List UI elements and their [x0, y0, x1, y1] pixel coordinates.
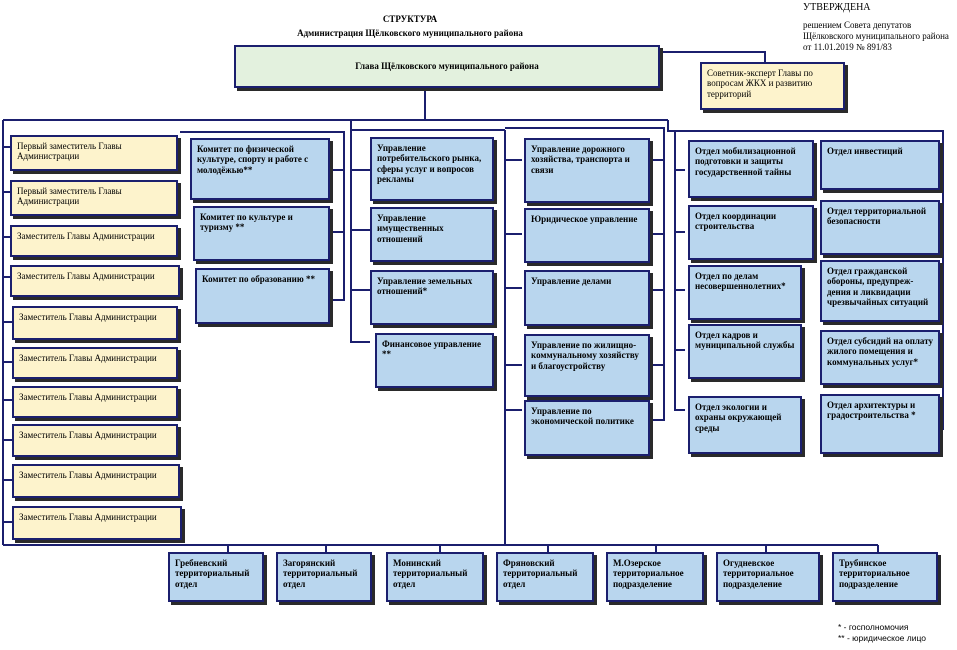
department-box: Отдел экологии и охраны окружающей среды [688, 396, 802, 454]
territorial-box: Трубинское территориальное подразделение [832, 552, 938, 602]
directorate-box: Юридическое управление [524, 208, 650, 263]
connector-directorates-b [504, 127, 665, 545]
page-title: СТРУКТУРА [382, 14, 438, 24]
deputy-box: Заместитель Главы Администрации [12, 464, 180, 498]
department-box: Отдел по делам несовершеннолетних* [688, 265, 802, 320]
department-box: Отдел мобилизационной подготовки и защит… [688, 140, 814, 198]
territorial-box: М.Озерское территориальное подразделение [606, 552, 704, 602]
approval-line-3: Щёлковского муниципального района [803, 30, 949, 41]
directorate-box: Управление по жилищно-коммунальному хозя… [524, 334, 650, 397]
deputy-box: Первый заместитель Главы Администрации [10, 180, 178, 216]
legend-double-star: ** - юридическое лицо [838, 633, 926, 644]
directorate-box: Управление потребительского рынка, сферы… [370, 137, 494, 201]
department-box: Отдел инвестиций [820, 140, 940, 190]
legend-single-star: * - госполномочия [838, 622, 909, 632]
department-box: Отдел координации строительства [688, 205, 814, 260]
directorate-box: Управление делами [524, 270, 650, 326]
territorial-box: Фряновский территориальный отдел [496, 552, 594, 602]
head-box: Глава Щёлковского муниципального района [234, 45, 660, 88]
department-box: Отдел архитектуры и градостроительства * [820, 394, 940, 454]
directorate-box: Управление дорожного хозяйства, транспор… [524, 138, 650, 203]
approval-line-2: решением Совета депутатов [803, 19, 912, 30]
deputy-box: Заместитель Главы Администрации [12, 347, 178, 379]
territorial-box: Гребневский территориальный отдел [168, 552, 264, 602]
deputy-box: Заместитель Главы Администрации [12, 306, 178, 340]
committee-box: Комитет по образованию ** [195, 268, 330, 324]
directorate-box: Финансовое управление ** [375, 333, 494, 388]
department-box: Отдел субсидий на оплату жилого помещени… [820, 330, 940, 385]
approval-line-4: от 11.01.2019 № 891/83 [803, 42, 892, 52]
committee-box: Комитет по физической культуре, спорту и… [190, 138, 330, 200]
department-box: Отдел гражданской обороны, предупреж-ден… [820, 260, 940, 322]
territorial-box: Загорянский территориальный отдел [276, 552, 372, 602]
connector-head-advisor [660, 51, 766, 62]
department-box: Отдел территориальной безопасности [820, 200, 940, 255]
approval-block: УТВЕРЖДЕНА решением Совета депутатов Щёл… [803, 2, 957, 53]
committee-box: Комитет по культуре и туризму ** [193, 206, 330, 261]
directorate-box: Управление имущественных отношений [370, 207, 494, 262]
legend: * - госполномочия ** - юридическое лицо [838, 622, 953, 645]
deputy-box: Заместитель Главы Администрации [10, 225, 178, 257]
territorial-box: Огудневское территориальное подразделени… [716, 552, 820, 602]
connector-directorates-a [350, 120, 505, 343]
department-box: Отдел кадров и муниципальной службы [688, 324, 802, 379]
deputy-box: Заместитель Главы Администрации [10, 265, 180, 297]
deputy-box: Заместитель Главы Администрации [12, 424, 178, 457]
approval-line-1: УТВЕРЖДЕНА [803, 2, 871, 13]
page-subtitle: Администрация Щёлковского муниципального… [297, 28, 523, 38]
connector-territorial-bus [3, 544, 879, 552]
deputy-box: Заместитель Главы Администрации [12, 386, 178, 418]
directorate-box: Управление земельных отношений* [370, 270, 494, 325]
territorial-box: Монинский территориальный отдел [386, 552, 484, 602]
connector-committees [180, 131, 345, 301]
deputy-box: Первый заместитель Главы Администрации [10, 135, 178, 171]
directorate-box: Управление по экономической политике [524, 400, 650, 456]
advisor-box: Советник-эксперт Главы по вопросам ЖКХ и… [700, 62, 845, 110]
deputy-box: Заместитель Главы Администрации [12, 506, 182, 540]
